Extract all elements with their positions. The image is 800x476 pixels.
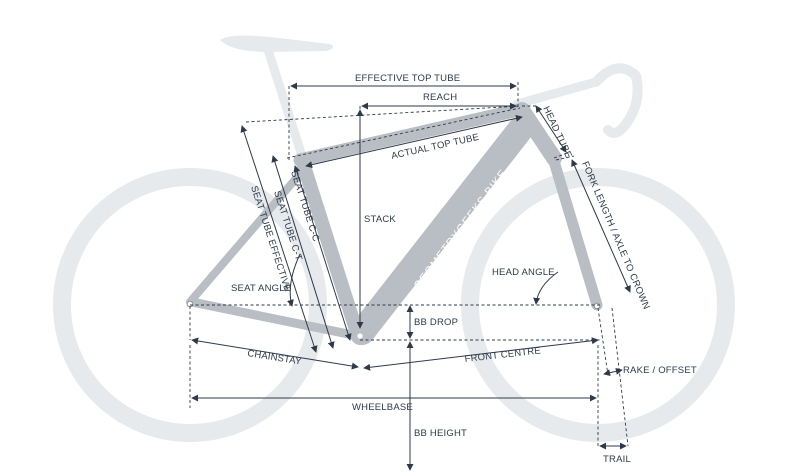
stack-label: STACK [364,214,396,225]
trail-label: TRAIL [603,454,631,465]
seat-tube-cc-line [293,165,352,341]
bike-frame [186,102,603,345]
seat-angle-label: SEAT ANGLE [231,283,291,294]
effective-top-tube-label: EFFECTIVE TOP TUBE [355,73,460,84]
head-angle-arc [533,271,559,305]
rear-axle [186,300,194,308]
handlebar [591,63,643,138]
front-axle [593,302,601,310]
seat-angle-arc [287,253,301,307]
head-angle-label: HEAD ANGLE [492,267,555,278]
seatpost [263,45,309,167]
rake-offset-label: RAKE / OFFSET [623,365,697,376]
fork-length-line [571,159,631,293]
chain-stay [187,297,363,341]
chainstay-label: CHAINSTAY [247,348,303,368]
rake-offset-line [603,367,623,377]
front-centre-line [363,337,599,371]
head-tube-line [535,105,567,153]
chainstay-line [191,337,359,370]
bb-center [357,333,363,339]
bb-height-label: BB HEIGHT [414,428,467,439]
reach-label: REACH [423,92,457,103]
wheelbase-label: WHEELBASE [352,402,413,413]
stem [512,77,601,109]
saddle [220,35,334,52]
bb-drop-label: BB DROP [414,317,458,328]
actual-top-tube-line [305,114,523,169]
